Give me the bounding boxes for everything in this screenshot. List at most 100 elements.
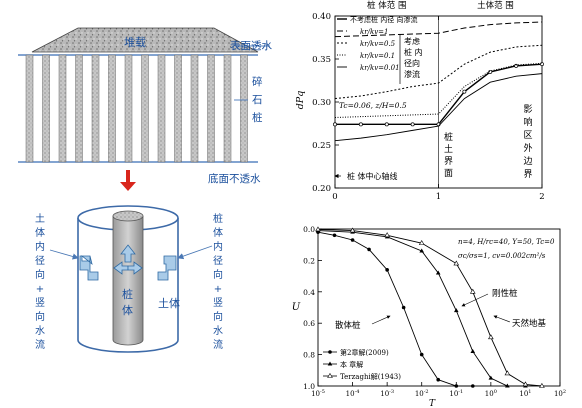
series-1-point	[419, 352, 424, 357]
right-label-char: 桩	[213, 212, 223, 225]
x-tick-exponent: 1	[528, 389, 531, 395]
series-2-point	[453, 308, 459, 313]
pile-5	[91, 54, 100, 163]
left-label-char: 向	[35, 310, 45, 323]
x-tick-label: 10-2	[415, 389, 429, 398]
y-tick-label: 0.8	[303, 351, 315, 360]
x-tick-label: 2	[539, 192, 544, 202]
series-3-point	[418, 240, 425, 245]
y-tick-label: 0.25	[312, 141, 331, 151]
soil-flow-left-icon	[79, 255, 99, 281]
left-leader	[49, 249, 79, 260]
series-3-point	[453, 260, 460, 266]
pile-cylinder-top	[112, 210, 144, 222]
region-label-pile: 桩 体范 围	[367, 0, 406, 11]
series-2-point	[470, 348, 476, 353]
x-tick-label: 10-4	[346, 389, 360, 398]
series-3-point	[504, 370, 511, 376]
pile-2	[42, 54, 50, 163]
left-label-char: 体	[35, 227, 45, 239]
series-1-point	[436, 377, 441, 382]
series-3-point	[488, 334, 494, 340]
gravel-pile-label-1: 碎	[252, 75, 263, 88]
x-tick-label: 1	[436, 192, 441, 202]
legend-marker	[327, 372, 333, 378]
pile-10	[174, 54, 182, 163]
series-3-point	[315, 226, 321, 232]
right-label-char: 流	[213, 338, 223, 351]
series-2-point	[488, 375, 494, 380]
boundary-label-char: 边	[523, 156, 532, 167]
y-axis-label: U	[292, 302, 301, 313]
left-label-char: 水	[35, 325, 45, 337]
series-2-point	[435, 270, 441, 275]
pile-7	[124, 54, 133, 163]
interface-label-char: 桩	[444, 131, 453, 143]
pile-3	[58, 54, 67, 163]
centerline-label: 桩 体中心轴线	[347, 171, 398, 181]
boundary-label-char: 区	[523, 130, 532, 141]
legend-entry: 第2章解(2009)	[340, 348, 389, 357]
pile-11	[190, 54, 199, 163]
pile-1	[25, 54, 34, 163]
legend-side-text: 桩 内	[404, 47, 423, 57]
flow-right-arrow-icon	[127, 261, 143, 275]
curve-label-rigid: 刚性桩	[492, 288, 518, 299]
pile-9	[157, 54, 166, 163]
boundary-label-char: 响	[523, 116, 532, 128]
region-label-soil: 土体范 围	[477, 0, 514, 11]
series-2-point	[419, 248, 425, 253]
boundary-label-char: 影	[523, 104, 532, 115]
gravel-pile-label-2: 石	[252, 94, 263, 106]
param-line: σc/σs=1, cv=0.002cm²/s	[458, 252, 546, 260]
y-tick-label: 0.35	[312, 55, 331, 65]
embankment-shape	[31, 27, 259, 53]
y-tick-label: 0.40	[312, 12, 331, 22]
x-tick-exponent: -1	[458, 389, 463, 395]
pile-14	[240, 54, 248, 163]
curve-label-granular: 散体桩	[335, 320, 361, 331]
y-axis-label: dPq	[295, 91, 306, 110]
interface-label-char: 面	[444, 168, 453, 179]
pile-4	[75, 54, 83, 163]
series-line-5	[334, 73, 543, 142]
series-line-2	[317, 230, 526, 387]
x-tick-label: 0	[332, 192, 337, 202]
soil-flow-right-icon	[157, 255, 177, 281]
y-tick-label: 0.20	[312, 184, 331, 194]
series-2-point	[505, 383, 510, 388]
y-tick-label: 0.4	[303, 288, 315, 297]
right-label-char: 体	[213, 227, 223, 239]
y-tick-label: 0.2	[303, 256, 315, 265]
right-label-char: 水	[213, 325, 223, 337]
right-label-char: 径	[213, 254, 223, 267]
legend-entry: Terzaghi解(1943)	[340, 372, 401, 381]
x-tick-exponent: 0	[494, 389, 497, 395]
plot-frame	[317, 228, 561, 387]
series-1-point	[514, 63, 519, 68]
x-tick-label: 10-1	[449, 389, 463, 398]
legend-side-text: 考虑	[404, 36, 420, 46]
series-3-point	[349, 227, 356, 233]
legend-entry: kr/kv=0.5	[360, 40, 396, 48]
soil-label: 土体	[158, 296, 180, 310]
right-label-char: 内	[213, 240, 223, 253]
rigid-leader	[461, 293, 489, 307]
right-label-char: 向	[213, 310, 223, 323]
boundary-label-char: 界	[523, 169, 532, 180]
series-1-point	[350, 238, 355, 242]
x-tick-exponent: -5	[320, 389, 325, 395]
y-tick-label: 1.0	[303, 382, 315, 391]
series-1-point	[454, 384, 459, 388]
x-tick-exponent: -4	[355, 389, 360, 395]
interface-label-char: 土	[444, 143, 453, 155]
interface-label-char: 界	[444, 156, 453, 167]
right-label-char: 竖	[213, 297, 223, 309]
series-3-point	[539, 382, 545, 388]
x-tick-exponent: -2	[424, 389, 429, 395]
series-line-1	[317, 231, 473, 387]
